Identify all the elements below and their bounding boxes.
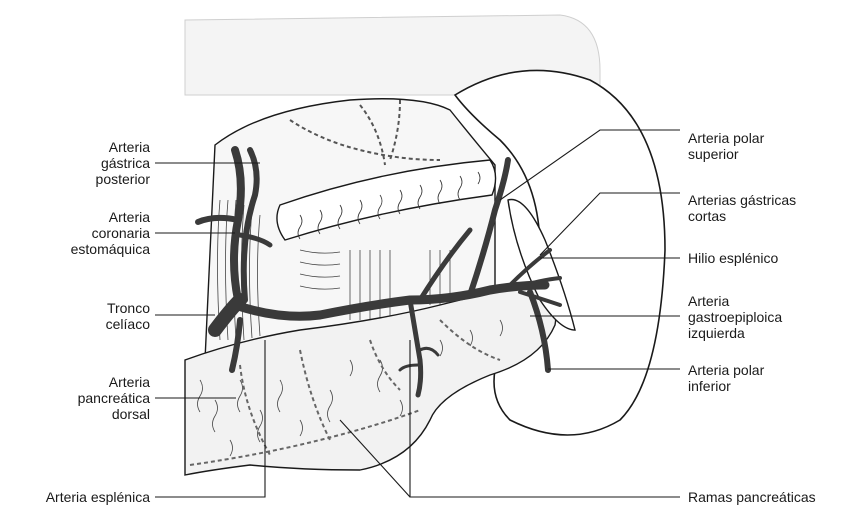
- label-arteria-pancreatica-dorsal: Arteria pancreática dorsal: [78, 374, 150, 422]
- label-arteria-coronaria-estomaquica: Arteria coronaria estomáquica: [71, 209, 150, 257]
- label-arteria-esplenica: Arteria esplénica: [46, 489, 150, 505]
- label-arteria-polar-inferior: Arteria polar inferior: [688, 362, 764, 394]
- label-hilio-esplenico: Hilio esplénico: [688, 250, 778, 266]
- label-tronco-celiaco: Tronco celíaco: [106, 300, 150, 332]
- label-arterias-gastricas-cortas: Arterias gástricas cortas: [688, 192, 796, 224]
- label-arteria-gastrica-posterior: Arteria gástrica posterior: [96, 139, 150, 187]
- label-ramas-pancreaticas: Ramas pancreáticas: [688, 489, 816, 505]
- label-arteria-gastroepiploica-izquierda: Arteria gastroepiploica izquierda: [688, 293, 782, 341]
- label-arteria-polar-superior: Arteria polar superior: [688, 130, 764, 162]
